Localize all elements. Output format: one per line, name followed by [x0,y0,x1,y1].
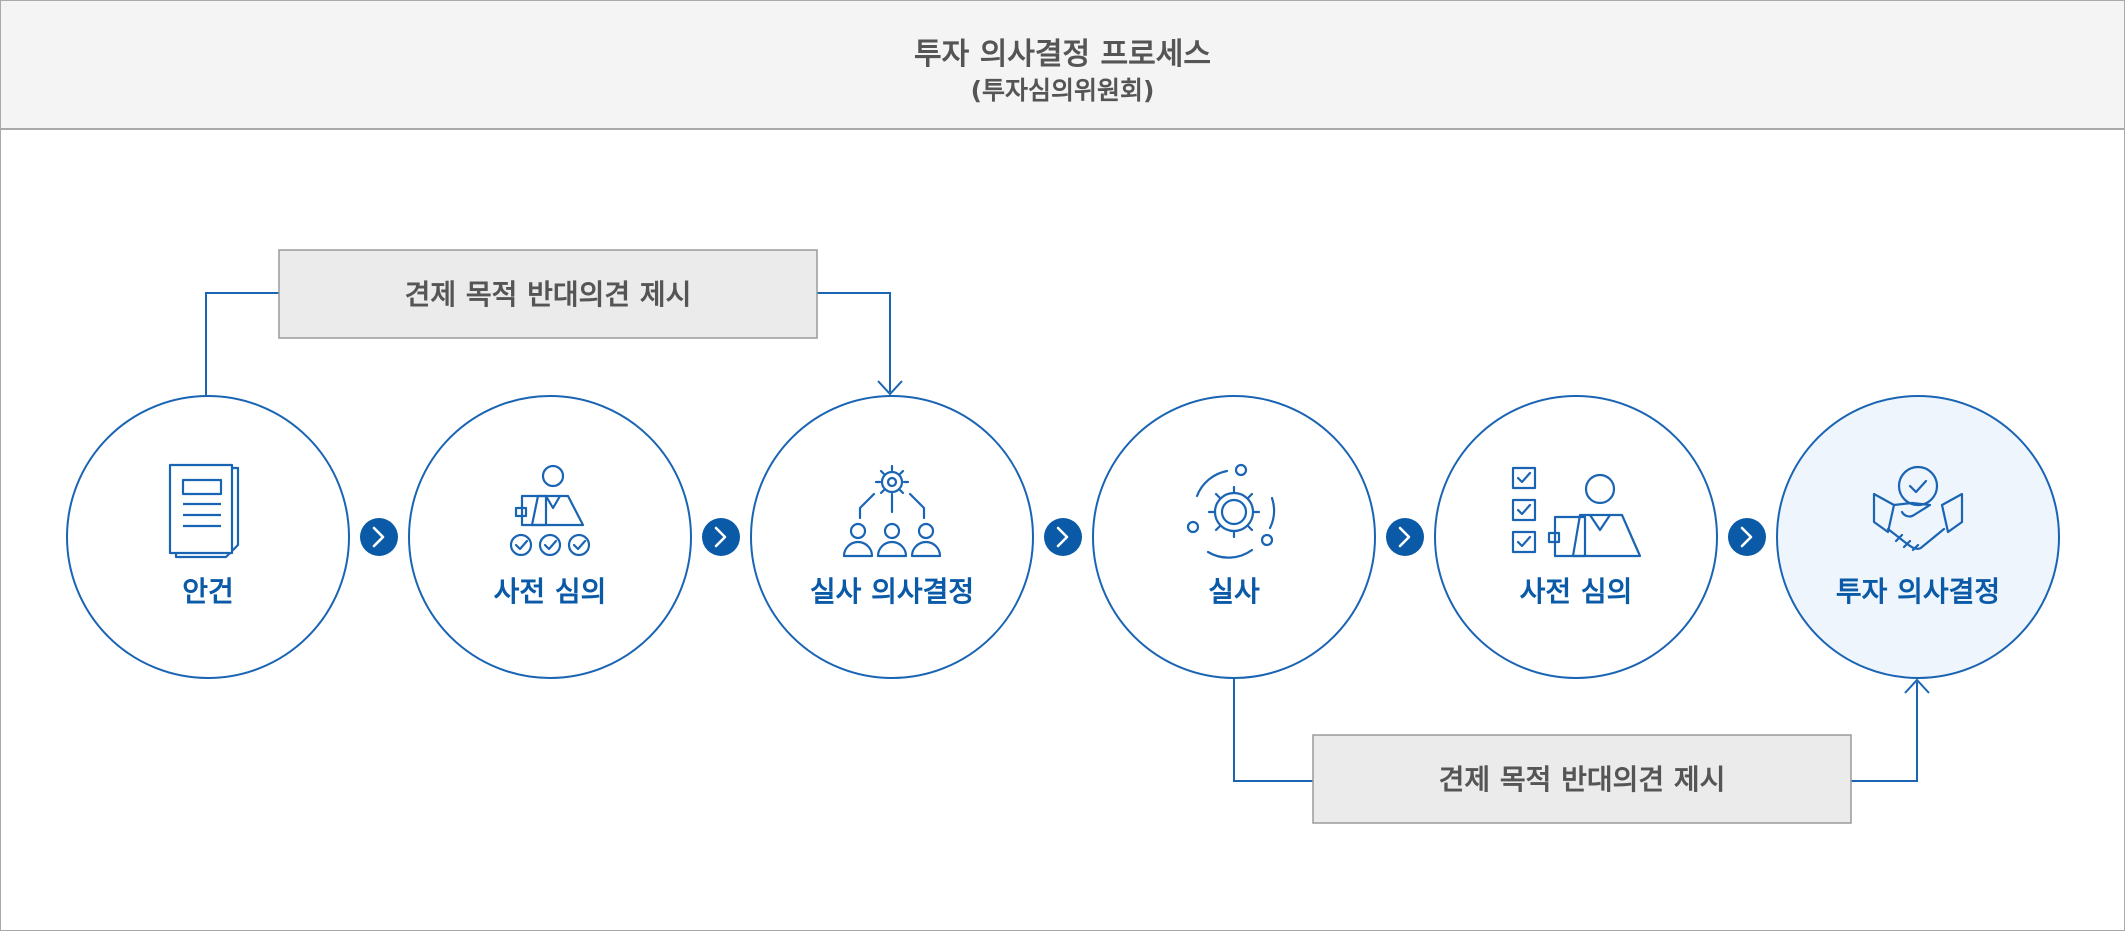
step-4: 실사 [1092,395,1376,679]
step-label: 사전 심의 [494,575,607,608]
checklist-reviewer-icon [1511,466,1642,558]
step-1: 안건 [66,395,350,679]
top-connector-line [205,292,279,395]
page-subtitle: (투자심의위원회) [970,76,1155,105]
top-connector-arrow [817,292,891,392]
bottom-note-box: 견제 목적 반대의견 제시 [1312,734,1852,824]
top-note-box: 견제 목적 반대의견 제시 [278,249,818,339]
chevron-icon [1386,518,1424,556]
gear-cycle-icon [1186,463,1276,559]
step-5: 사전 심의 [1434,395,1718,679]
top-note-text: 견제 목적 반대의견 제시 [405,278,692,311]
step-label: 실사 의사결정 [810,575,974,608]
step-6: 투자 의사결정 [1776,395,2060,679]
chevron-icon [1044,518,1082,556]
top-arrowhead [877,380,903,396]
step-label: 투자 의사결정 [1836,575,2000,608]
bottom-note-text: 견제 목적 반대의견 제시 [1439,763,1726,796]
bottom-arrowhead [1904,678,1930,694]
step-label: 실사 [1208,575,1260,608]
step-2: 사전 심의 [408,395,692,679]
chevron-icon [360,518,398,556]
reviewer-checks-icon [509,464,591,557]
step-label: 안건 [182,575,234,608]
chevron-icon [702,518,740,556]
team-gear-icon [842,464,942,558]
handshake-icon [1872,465,1964,552]
chevron-icon [1728,518,1766,556]
document-icon [168,463,240,559]
header-bar: 투자 의사결정 프로세스 (투자심의위원회) [1,1,2124,130]
bottom-connector-line [1233,678,1313,782]
step-label: 사전 심의 [1520,575,1633,608]
page-title: 투자 의사결정 프로세스 [914,37,1211,72]
step-3: 실사 의사결정 [750,395,1034,679]
bottom-connector-arrow [1851,682,1918,782]
